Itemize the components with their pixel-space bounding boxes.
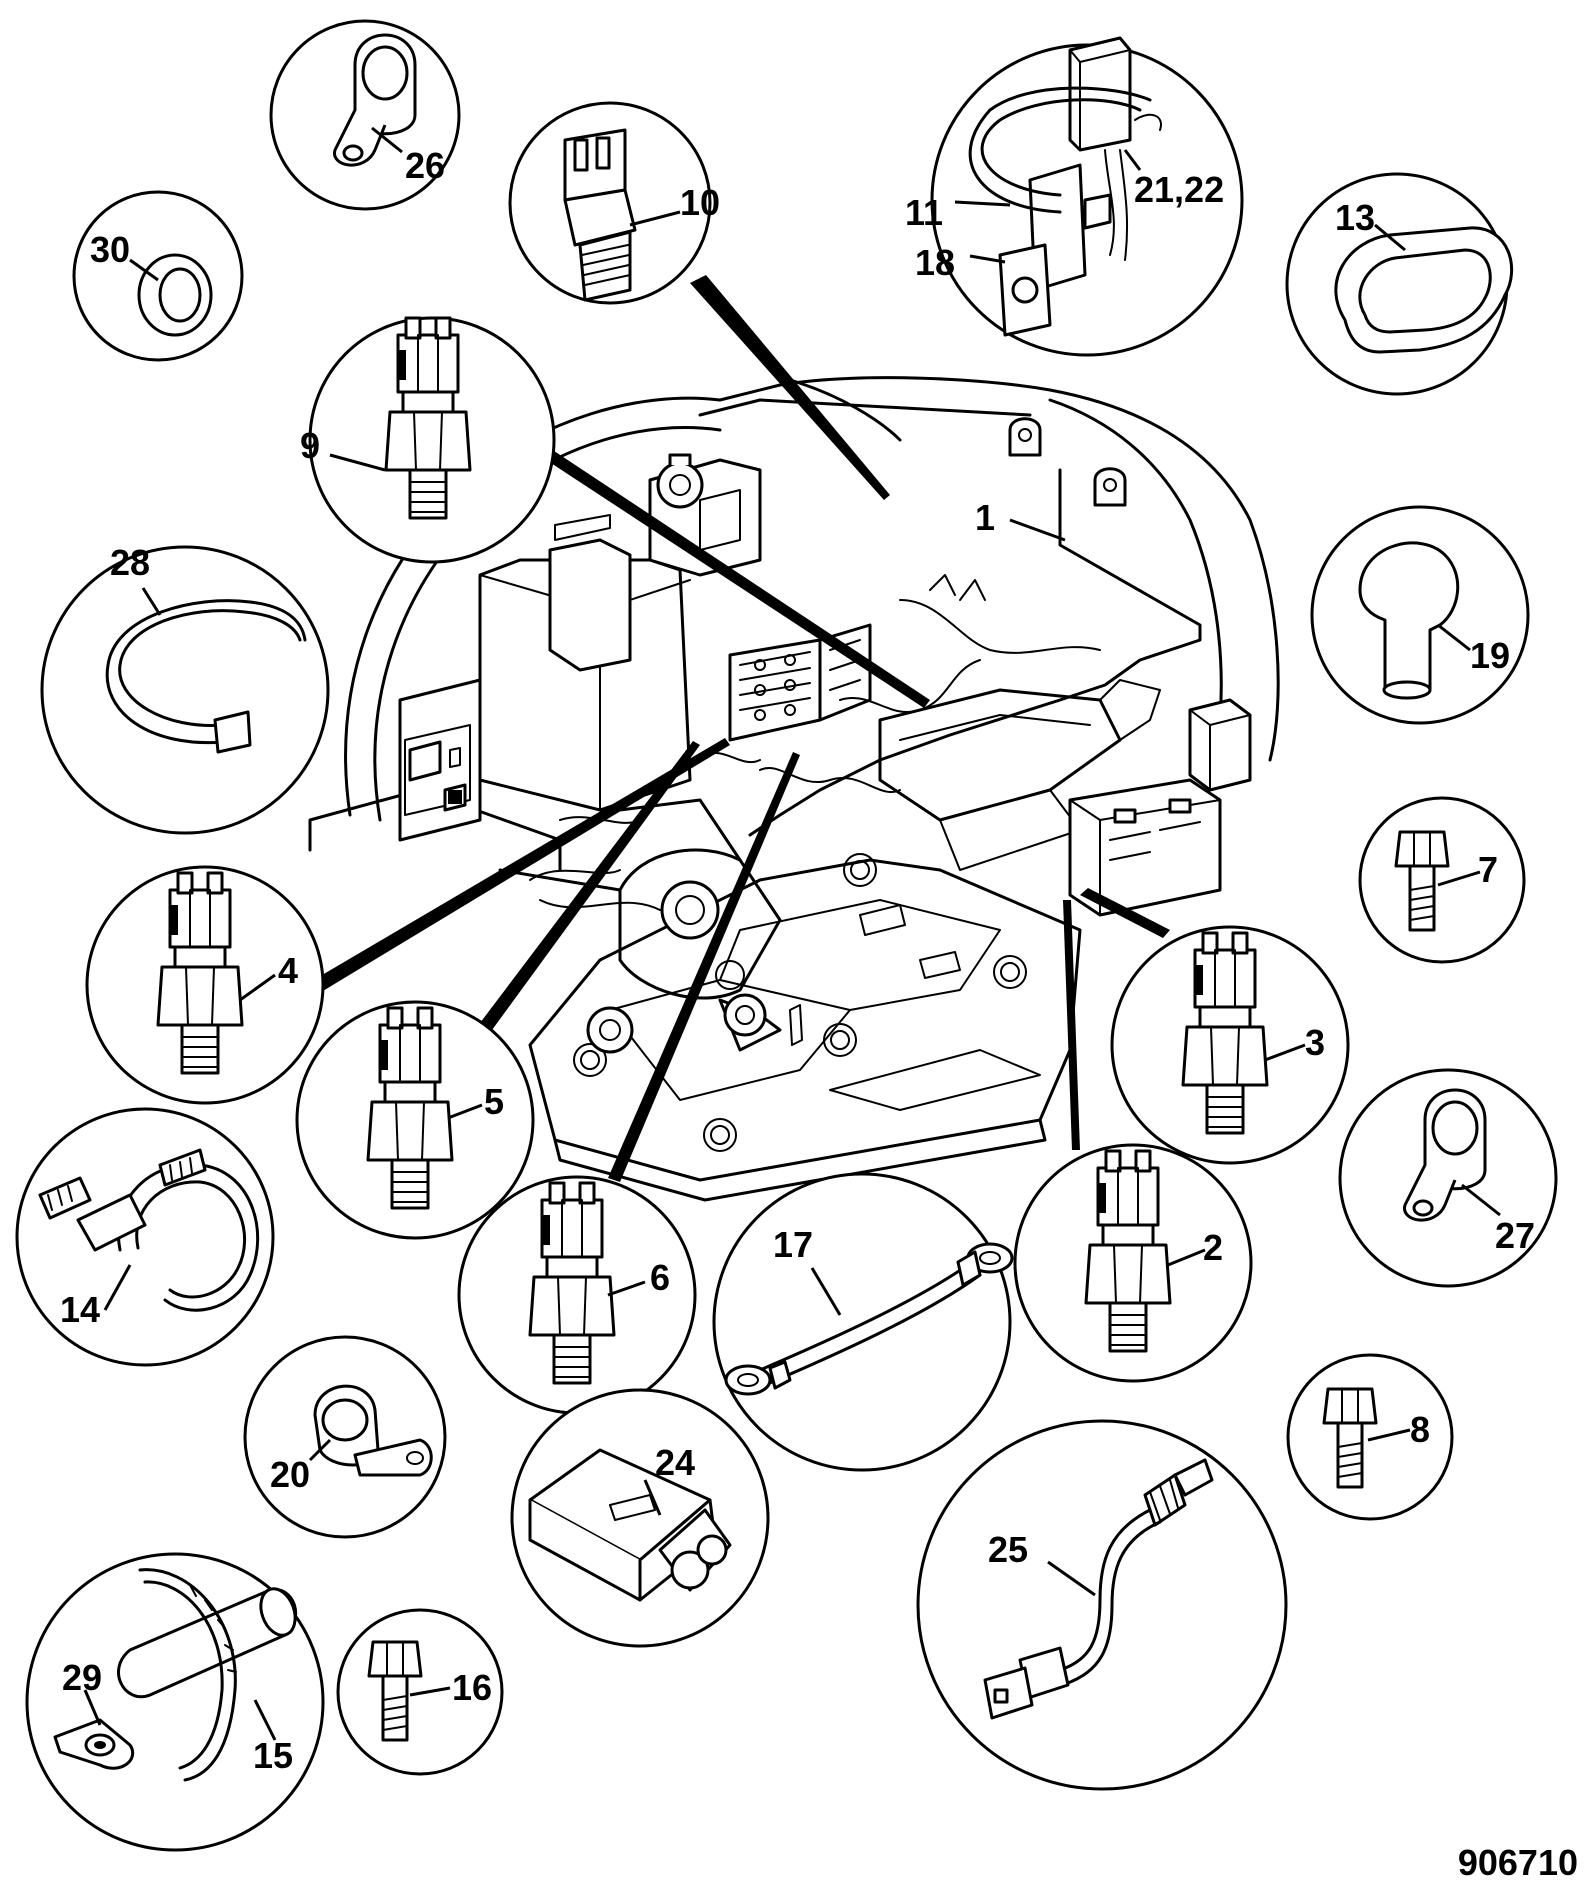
label-3: 3 [1305,1022,1325,1063]
callout-5-sensor: 5 [295,1000,535,1240]
label-26: 26 [405,145,445,186]
callout-24-connector: 24 [510,1388,770,1648]
callout-8-bolt: 8 [1286,1353,1454,1521]
callout-14-hose-clamp: 14 [15,1107,275,1367]
label-14: 14 [60,1289,100,1330]
label-21-22: 21,22 [1134,169,1224,210]
label-4: 4 [278,950,298,991]
label-1: 1 [975,497,995,538]
callout-3-sensor: 3 [1110,925,1350,1165]
callout-29-15-cable-tie: 29 15 [25,1552,325,1852]
label-17: 17 [773,1224,813,1265]
callout-7-bolt: 7 [1358,796,1526,964]
callout-28-cable-tie: 28 [40,542,330,835]
label-11: 11 [905,192,943,233]
label-18: 18 [915,242,955,283]
label-7: 7 [1478,849,1498,890]
pointer-wedges [300,275,1170,1182]
machine-chassis [308,376,1280,1202]
label-28: 28 [110,542,150,583]
callout-30-grommet: 30 [72,190,244,362]
callout-19-boot: 19 [1310,505,1530,725]
callout-17-earth-strap: 17 [712,1172,1014,1472]
label-27: 27 [1495,1215,1535,1256]
callout-16-bolt: 16 [336,1608,504,1776]
callout-20-clip: 20 [243,1335,447,1539]
label-13: 13 [1335,197,1375,238]
label-25: 25 [988,1529,1028,1570]
callout-1-main-harness: 1 [975,497,1066,542]
label-19: 19 [1470,635,1510,676]
callout-10-sensor: 10 [508,101,720,305]
callout-11-18-21-22-group: 11 18 21,22 [905,36,1244,357]
callout-13-grommet: 13 [1285,172,1514,396]
callout-25-sensor-lead: 25 [916,1419,1288,1791]
label-2: 2 [1203,1227,1223,1268]
label-24: 24 [655,1442,695,1483]
label-16: 16 [452,1667,492,1708]
label-10: 10 [680,182,720,223]
callout-2-sensor: 2 [1013,1143,1253,1383]
label-5: 5 [484,1081,504,1122]
label-9: 9 [300,425,320,466]
label-29: 29 [62,1657,102,1698]
callout-6-sensor: 6 [457,1175,697,1415]
callout-9-sensor: 9 [300,316,556,564]
label-20: 20 [270,1454,310,1495]
figure-reference-number: 906710 [1458,1842,1578,1883]
callout-26-p-clip: 26 [269,19,461,211]
callout-27-p-clip: 27 [1338,1068,1558,1288]
label-30: 30 [90,229,130,270]
callout-4-sensor: 4 [85,865,325,1105]
label-15: 15 [253,1735,293,1776]
label-8: 8 [1410,1409,1430,1450]
label-6: 6 [650,1257,670,1298]
